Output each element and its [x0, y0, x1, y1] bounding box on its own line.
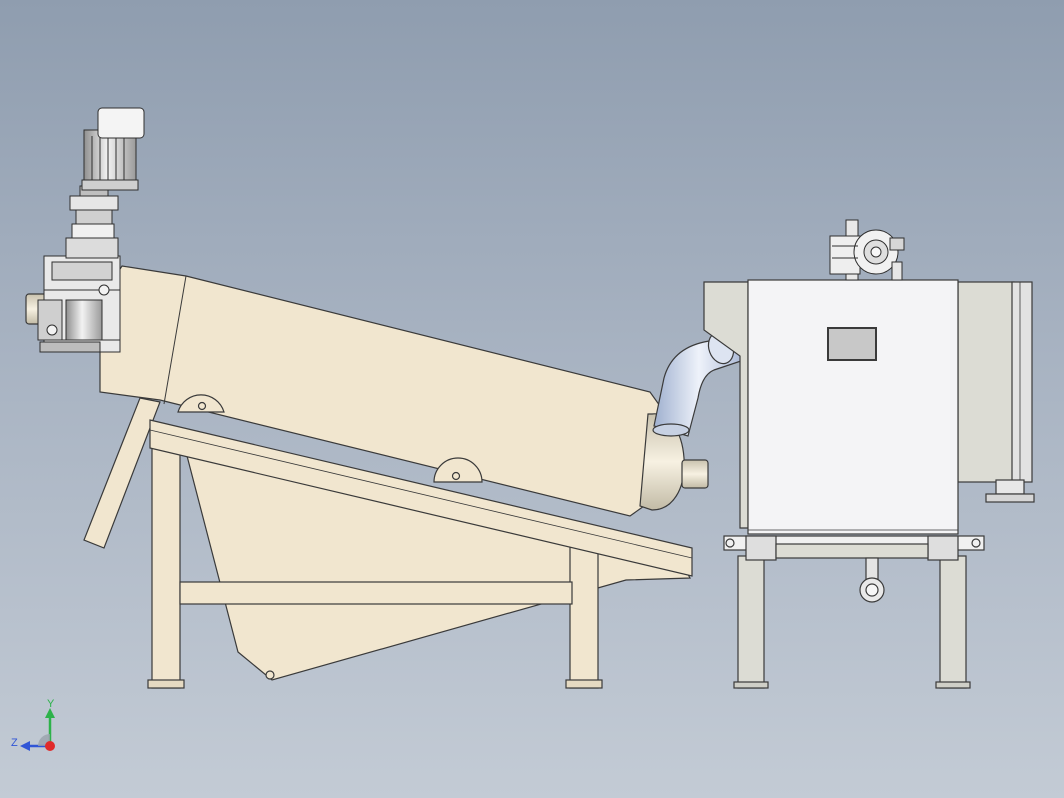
tank-leg-right — [939, 555, 967, 689]
drain-pipe — [865, 557, 879, 581]
inclined-support-leg — [83, 397, 161, 549]
gearbox-icon — [37, 255, 121, 353]
front-leg-left — [151, 439, 181, 689]
gearbox-icon-agitator — [829, 219, 905, 281]
flocculation-tank-unit — [703, 279, 1035, 689]
front-leg-foot — [147, 679, 185, 689]
hopper-drain-bolt — [265, 670, 275, 680]
cross-brace — [179, 581, 573, 605]
tank-right-side-panel — [957, 281, 1015, 483]
motor-icon — [81, 107, 145, 191]
tank-body — [747, 279, 959, 535]
screw-press-unit — [25, 265, 709, 689]
discharge-outlet-stub — [681, 459, 709, 489]
inspection-flange-right — [433, 457, 483, 483]
tank-inspection-window — [827, 327, 877, 361]
tank-left-side-panel — [703, 281, 749, 529]
coupling-stack — [65, 185, 119, 259]
axis-triad-icon: Y Z — [11, 698, 55, 751]
inclined-frame-rail — [149, 419, 693, 577]
origin-point — [45, 741, 55, 751]
y-axis-label: Y — [47, 698, 55, 710]
z-axis-label: Z — [11, 737, 18, 749]
rear-leg-foot — [565, 679, 603, 689]
overflow-outlet — [995, 479, 1025, 495]
tank-leg-left — [737, 555, 765, 689]
rear-leg — [569, 539, 599, 689]
